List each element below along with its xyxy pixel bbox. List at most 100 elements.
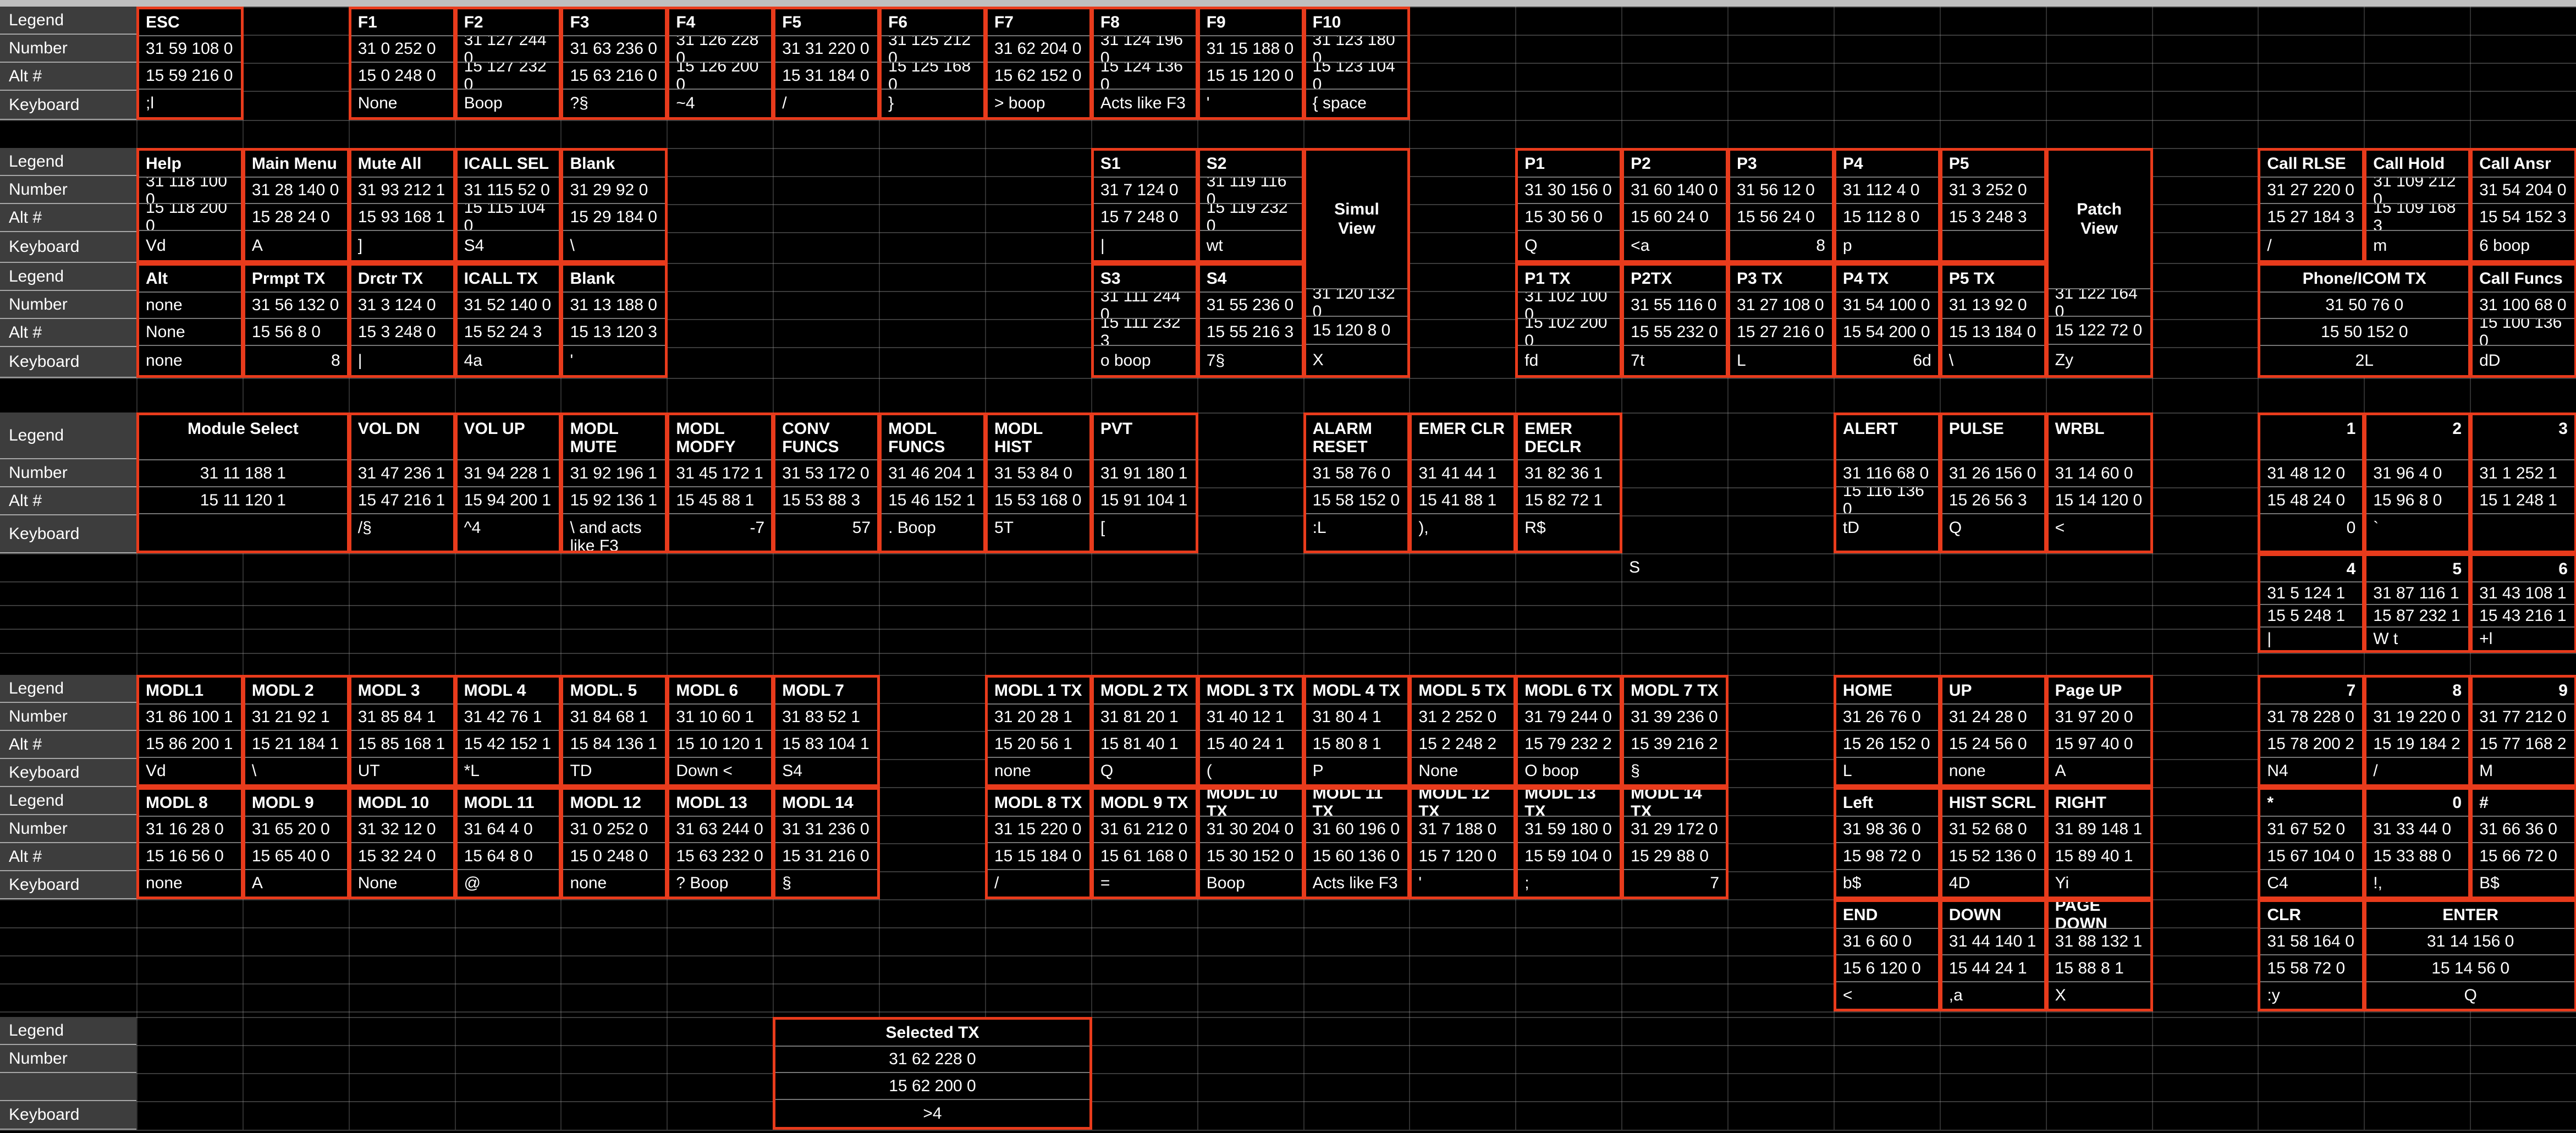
f6-legend-cell[interactable]: F6 xyxy=(882,9,983,36)
call-ansr-keyboard-cell[interactable]: 6 boop xyxy=(2479,236,2530,255)
help-number-cell[interactable]: 31 118 100 0 xyxy=(139,178,241,205)
modl-2-number-cell[interactable]: 31 21 92 1 xyxy=(245,705,347,732)
page-up-legend-cell[interactable]: Page UP xyxy=(2048,678,2150,705)
modl-6-legend-cell[interactable]: MODL 6 xyxy=(669,678,772,705)
modl-2-alt-cell[interactable]: 15 21 184 1 xyxy=(245,731,347,758)
key-1-legend-cell[interactable]: 1 xyxy=(2260,415,2363,460)
modl-8-tx-alt-cell[interactable]: 15 15 184 0 xyxy=(987,843,1089,870)
modl-4-tx-alt-cell[interactable]: 15 80 8 1 xyxy=(1306,731,1408,758)
vol-up-keyboard-cell[interactable]: ^4 xyxy=(464,518,481,537)
modl-7-tx-alt-cell[interactable]: 15 39 216 2 xyxy=(1624,731,1726,758)
modl-4-legend-cell[interactable]: MODL 4 xyxy=(457,678,559,705)
blank-top-legend-cell[interactable]: Blank xyxy=(563,151,665,178)
modl-11-tx-keyboard-cell[interactable]: Acts like F3 xyxy=(1312,874,1398,893)
modl-funcs-keyboard-cell[interactable]: . Boop xyxy=(888,518,936,537)
modl-3-legend-cell[interactable]: MODL 3 xyxy=(351,678,453,705)
call-funcs-keyboard-cell[interactable]: dD xyxy=(2479,351,2501,370)
f2-legend-cell[interactable]: F2 xyxy=(457,9,559,36)
p3-keyboard-cell[interactable]: 8 xyxy=(1816,236,1825,255)
simul-view-keyboard-cell[interactable]: X xyxy=(1312,350,1324,369)
call-rlse-number-cell[interactable]: 31 27 220 0 xyxy=(2260,178,2363,205)
modl-4-keyboard-cell[interactable]: *L xyxy=(464,762,480,780)
mute-all-keyboard-cell[interactable]: ] xyxy=(357,236,363,255)
key-hash-number-cell[interactable]: 31 66 36 0 xyxy=(2473,817,2574,844)
pulse-number-cell[interactable]: 31 26 156 0 xyxy=(1942,460,2044,487)
p1-number-cell[interactable]: 31 30 156 0 xyxy=(1518,178,1620,205)
p5-tx-keyboard-cell[interactable]: \ xyxy=(1948,351,1954,370)
modl-10-legend-cell[interactable]: MODL 10 xyxy=(351,790,453,817)
call-hold-legend-cell[interactable]: Call Hold xyxy=(2366,151,2469,178)
p2tx-alt-cell[interactable]: 15 55 232 0 xyxy=(1624,319,1726,346)
pulse-alt-cell[interactable]: 15 26 56 3 xyxy=(1942,487,2044,514)
alarm-reset-number-cell[interactable]: 31 58 76 0 xyxy=(1306,460,1408,487)
patch-view-number-cell[interactable]: 31 122 164 0 xyxy=(2048,289,2150,317)
modl-9-tx-alt-cell[interactable]: 15 61 168 0 xyxy=(1093,843,1196,870)
selected-tx-legend-cell[interactable]: Selected TX xyxy=(775,1020,1089,1047)
modl-6-tx-alt-cell[interactable]: 15 79 232 2 xyxy=(1518,731,1620,758)
down-alt-cell[interactable]: 15 44 24 1 xyxy=(1942,955,2044,982)
modl-11-legend-cell[interactable]: MODL 11 xyxy=(457,790,559,817)
blank-mid-alt-cell[interactable]: 15 13 120 3 xyxy=(563,319,665,346)
modl1-legend-cell[interactable]: MODL1 xyxy=(139,678,241,705)
s4-number-cell[interactable]: 31 55 236 0 xyxy=(1199,293,1302,320)
modl-modfy-legend-cell[interactable]: MODL MODFY xyxy=(669,415,772,460)
modl-funcs-legend-cell[interactable]: MODL FUNCS xyxy=(882,415,983,460)
prmpt-tx-number-cell[interactable]: 31 56 132 0 xyxy=(245,293,347,320)
modl-4-alt-cell[interactable]: 15 42 152 1 xyxy=(457,731,559,758)
alt-key-keyboard-cell[interactable]: none xyxy=(146,351,183,370)
patch-view-keyboard-cell[interactable]: Zy xyxy=(2055,350,2073,369)
conv-funcs-keyboard-cell[interactable]: 57 xyxy=(852,518,871,537)
end-legend-cell[interactable]: END xyxy=(1836,902,1938,929)
p1-tx-alt-cell[interactable]: 15 102 200 0 xyxy=(1518,319,1620,346)
f1-keyboard-cell[interactable]: None xyxy=(357,94,398,113)
f10-number-cell[interactable]: 31 123 180 0 xyxy=(1306,36,1408,63)
emer-declr-keyboard-cell[interactable]: R$ xyxy=(1524,518,1546,537)
pvt-keyboard-cell[interactable]: [ xyxy=(1100,518,1105,537)
modl-2-tx-alt-cell[interactable]: 15 81 40 1 xyxy=(1093,731,1196,758)
s1-number-cell[interactable]: 31 7 124 0 xyxy=(1093,178,1196,205)
page-up-number-cell[interactable]: 31 97 20 0 xyxy=(2048,705,2150,732)
emer-declr-number-cell[interactable]: 31 82 36 1 xyxy=(1518,460,1620,487)
up-keyboard-cell[interactable]: none xyxy=(1948,762,1986,780)
hist-scrl-legend-cell[interactable]: HIST SCRL xyxy=(1942,790,2044,817)
vol-up-number-cell[interactable]: 31 94 228 1 xyxy=(457,460,559,487)
modl-12-alt-cell[interactable]: 15 0 248 0 xyxy=(563,843,665,870)
modl-14-legend-cell[interactable]: MODL 14 xyxy=(775,790,878,817)
alert-keyboard-cell[interactable]: tD xyxy=(1842,518,1859,537)
key-4-keyboard-cell[interactable]: | xyxy=(2267,629,2272,648)
modl-8-tx-keyboard-cell[interactable]: / xyxy=(994,874,999,893)
call-hold-number-cell[interactable]: 31 109 212 0 xyxy=(2366,178,2469,205)
call-ansr-number-cell[interactable]: 31 54 204 0 xyxy=(2473,178,2574,205)
modl-8-tx-legend-cell[interactable]: MODL 8 TX xyxy=(987,790,1089,817)
modl-11-keyboard-cell[interactable]: @ xyxy=(464,874,481,893)
icall-tx-legend-cell[interactable]: ICALL TX xyxy=(457,266,559,293)
modl-funcs-number-cell[interactable]: 31 46 204 1 xyxy=(882,460,983,487)
up-number-cell[interactable]: 31 24 28 0 xyxy=(1942,705,2044,732)
modl-3-alt-cell[interactable]: 15 85 168 1 xyxy=(351,731,453,758)
hist-scrl-keyboard-cell[interactable]: 4D xyxy=(1948,874,1970,893)
key-3-legend-cell[interactable]: 3 xyxy=(2473,415,2574,460)
key-8-keyboard-cell[interactable]: / xyxy=(2373,762,2378,780)
key-hash-alt-cell[interactable]: 15 66 72 0 xyxy=(2473,843,2574,870)
clr-number-cell[interactable]: 31 58 164 0 xyxy=(2260,929,2363,956)
